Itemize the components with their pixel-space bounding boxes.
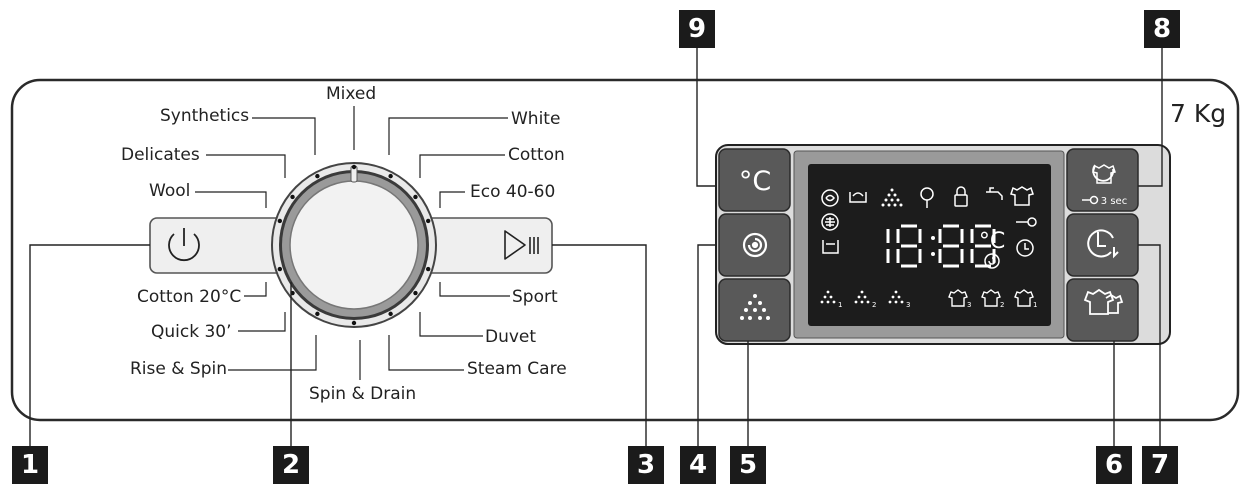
knob-dot xyxy=(413,290,418,296)
tap-icon xyxy=(986,187,1003,200)
power-icon[interactable] xyxy=(168,228,200,261)
soil-level-button[interactable] xyxy=(1066,278,1139,342)
knob-dot xyxy=(277,266,283,272)
soil-level-3-icon xyxy=(948,289,968,307)
rinse-icon xyxy=(740,294,770,320)
callout-5: 5 xyxy=(730,446,766,484)
soil-level-2-icon xyxy=(981,289,1001,307)
rinse-level-3-icon xyxy=(888,290,904,304)
start-pause-icon[interactable] xyxy=(504,230,539,260)
display-screen xyxy=(808,164,1051,326)
prewash-icon xyxy=(821,189,839,207)
soil-level-1-icon xyxy=(1014,289,1034,307)
knob-dot xyxy=(425,218,431,224)
callout-7: 7 xyxy=(1142,446,1178,484)
callout-1: 1 xyxy=(12,446,48,484)
callout-leader-lines xyxy=(29,48,1163,446)
key-lock-time-label: 3 sec xyxy=(1101,196,1127,207)
soak-icon xyxy=(849,192,867,203)
shirt-icon xyxy=(1010,186,1034,206)
time-digits xyxy=(886,224,996,268)
program-label-spin-drain: Spin & Drain xyxy=(309,384,417,404)
temperature-icon: °C xyxy=(739,166,771,197)
colon-dot xyxy=(931,252,935,256)
program-label-quick30: Quick 30’ xyxy=(151,322,232,342)
program-label-rise-spin: Rise & Spin xyxy=(130,359,227,379)
program-label-cotton: Cotton xyxy=(508,145,565,165)
callout-4: 4 xyxy=(680,446,716,484)
program-label-mixed: Mixed xyxy=(326,84,377,104)
program-label-wool: Wool xyxy=(149,181,191,201)
knob-dot xyxy=(388,311,393,317)
program-label-cotton20: Cotton 20°C xyxy=(137,287,242,307)
extra-rinse-icon xyxy=(881,188,903,207)
capacity-label: 7 Kg xyxy=(1170,99,1227,128)
program-knob[interactable] xyxy=(271,162,437,328)
rinse-sub-1: 1 xyxy=(838,301,842,309)
child-lock-icon xyxy=(1082,164,1116,205)
knob-dot xyxy=(277,218,283,224)
callout-9: 9 xyxy=(679,10,715,48)
soil-sub-2: 2 xyxy=(1000,301,1004,309)
key-icon xyxy=(1016,217,1037,227)
program-label-sport: Sport xyxy=(512,287,558,307)
program-label-delicates: Delicates xyxy=(121,145,200,165)
spin-icon xyxy=(742,232,768,258)
program-label-synthetics: Synthetics xyxy=(160,106,250,126)
rinse-sub-2: 2 xyxy=(872,301,876,309)
display-indicators xyxy=(821,186,1037,269)
knob-dot xyxy=(290,194,295,200)
rinse-level-icons xyxy=(820,290,904,304)
soil-level-icon xyxy=(1083,288,1124,315)
callout-8: 8 xyxy=(1144,10,1180,48)
steam-icon xyxy=(920,187,934,208)
program-leader-lines xyxy=(195,106,510,380)
detergent-icon xyxy=(822,240,839,254)
callout-6: 6 xyxy=(1096,446,1132,484)
knob-dot xyxy=(388,173,393,179)
rinse-level-2-icon xyxy=(854,290,870,304)
grid-icon xyxy=(821,213,839,231)
soil-level-indicators xyxy=(948,289,1034,307)
colon-dot xyxy=(931,236,935,240)
timer-small-icon xyxy=(1016,239,1034,257)
rinse-level-1-icon xyxy=(820,290,836,304)
program-label-steam-care: Steam Care xyxy=(467,359,567,379)
knob-dot xyxy=(413,194,418,200)
callout-3: 3 xyxy=(628,446,664,484)
knob-dot xyxy=(425,266,431,272)
knob-dot xyxy=(351,164,357,170)
program-label-duvet: Duvet xyxy=(485,327,537,347)
display-temp-unit: °C xyxy=(979,229,1005,254)
callout-2: 2 xyxy=(273,446,309,484)
program-label-eco: Eco 40-60 xyxy=(470,182,556,202)
temperature-button[interactable] xyxy=(718,148,791,212)
delay-timer-icon xyxy=(1087,229,1119,259)
knob-dot xyxy=(315,311,320,317)
soil-sub-3: 3 xyxy=(967,301,971,309)
door-lock-icon xyxy=(954,186,968,207)
knob-position-dots xyxy=(277,164,431,326)
soil-sub-1: 1 xyxy=(1033,301,1037,309)
knob-dot xyxy=(351,320,357,326)
program-label-white: White xyxy=(511,109,561,129)
knob-dot xyxy=(315,173,320,179)
rinse-sub-3: 3 xyxy=(906,301,910,309)
